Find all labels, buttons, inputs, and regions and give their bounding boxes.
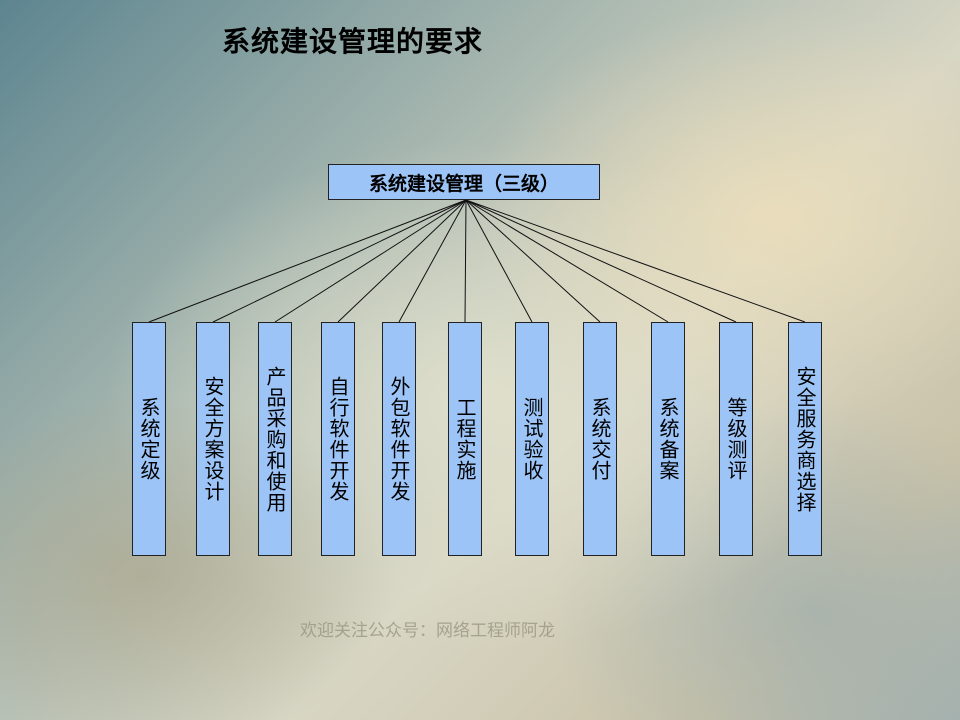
connector-line bbox=[212, 199, 467, 323]
child-node-label: 自行软件开发 bbox=[326, 376, 350, 502]
child-node-test-acceptance: 测试验收 bbox=[515, 322, 549, 556]
slide-title: 系统建设管理的要求 bbox=[222, 25, 484, 58]
connector-line bbox=[465, 199, 533, 323]
child-node-product-procurement: 产品采购和使用 bbox=[258, 322, 292, 556]
root-node: 系统建设管理（三级） bbox=[328, 164, 600, 200]
connector-line bbox=[274, 199, 467, 323]
child-node-project-implementation: 工程实施 bbox=[448, 322, 482, 556]
child-node-label: 系统交付 bbox=[588, 397, 612, 481]
root-node-label: 系统建设管理（三级） bbox=[368, 172, 559, 195]
child-node-label: 测试验收 bbox=[520, 397, 544, 481]
child-node-system-grading: 系统定级 bbox=[132, 322, 166, 556]
child-node-in-house-software: 自行软件开发 bbox=[321, 322, 355, 556]
child-node-grade-assessment: 等级测评 bbox=[719, 322, 753, 556]
connector-line bbox=[464, 199, 467, 323]
child-node-label: 等级测评 bbox=[724, 397, 748, 481]
footer-watermark: 欢迎关注公众号：网络工程师阿龙 bbox=[300, 621, 555, 641]
child-node-label: 安全服务商选择 bbox=[793, 365, 817, 513]
connector-line bbox=[465, 199, 669, 323]
child-node-label: 安全方案设计 bbox=[201, 376, 225, 502]
connector-line bbox=[465, 199, 737, 323]
connector-line bbox=[148, 199, 467, 323]
child-node-label: 系统备案 bbox=[656, 397, 680, 481]
child-node-label: 工程实施 bbox=[453, 397, 477, 481]
child-node-label: 外包软件开发 bbox=[387, 376, 411, 502]
connector-line bbox=[337, 199, 467, 323]
child-node-system-filing: 系统备案 bbox=[651, 322, 685, 556]
child-node-outsourced-software: 外包软件开发 bbox=[382, 322, 416, 556]
connector-line bbox=[465, 199, 601, 323]
child-node-service-provider-selection: 安全服务商选择 bbox=[788, 322, 822, 556]
child-node-label: 系统定级 bbox=[137, 397, 161, 481]
child-node-security-plan-design: 安全方案设计 bbox=[196, 322, 230, 556]
child-node-label: 产品采购和使用 bbox=[263, 365, 287, 513]
connector-line bbox=[398, 199, 467, 323]
connector-line bbox=[465, 199, 806, 323]
child-node-system-delivery: 系统交付 bbox=[583, 322, 617, 556]
